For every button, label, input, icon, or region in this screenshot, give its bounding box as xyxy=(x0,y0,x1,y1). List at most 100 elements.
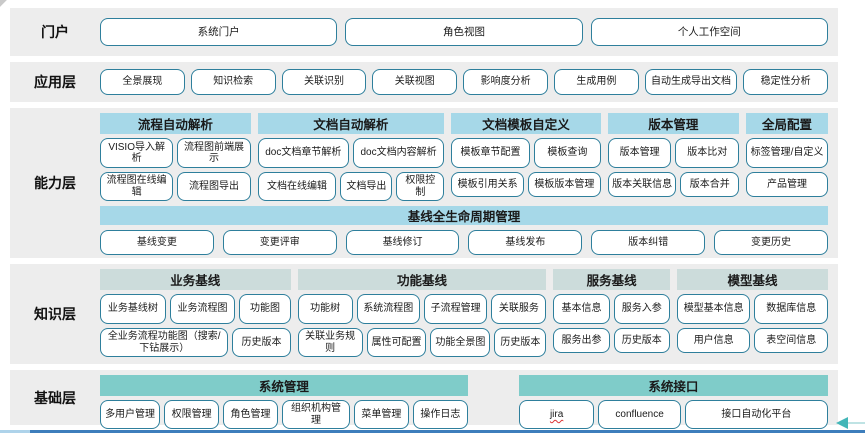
foundation-groups: 系统管理 多用户管理 权限管理 角色管理 组织机构管理 菜单管理 操作日志 系统… xyxy=(100,375,828,429)
capability-box: 模板引用关系 xyxy=(451,172,525,197)
app-box-relation-view: 关联视图 xyxy=(372,69,458,95)
group-service-baseline: 服务基线 基本信息 服务入参 服务出参 历史版本 xyxy=(553,269,670,358)
app-box-stability-analysis: 稳定性分析 xyxy=(743,69,829,95)
group-business-baseline: 业务基线 业务基线树 业务流程图 功能图 全业务流程功能图（搜索/下钻展示） 历… xyxy=(100,269,291,358)
knowledge-groups: 业务基线 业务基线树 业务流程图 功能图 全业务流程功能图（搜索/下钻展示） 历… xyxy=(100,269,829,358)
group-global-config: 全局配置 标签管理/自定义 产品管理 xyxy=(746,113,828,201)
knowledge-box: 子流程管理 xyxy=(424,294,488,324)
knowledge-box: 模型基本信息 xyxy=(676,294,751,324)
jira-label: jira xyxy=(549,408,564,420)
knowledge-content: 业务基线 业务基线树 业务流程图 功能图 全业务流程功能图（搜索/下钻展示） 历… xyxy=(100,264,838,364)
knowledge-layer-row: 知识层 业务基线 业务基线树 业务流程图 功能图 全业务流程功能图（搜索/下钻展… xyxy=(10,264,838,364)
knowledge-box: 关联服务 xyxy=(491,294,547,324)
knowledge-box: 历史版本 xyxy=(613,328,670,353)
capability-box: 文档导出 xyxy=(340,172,393,201)
foundation-content: 系统管理 多用户管理 权限管理 角色管理 组织机构管理 菜单管理 操作日志 系统… xyxy=(100,370,838,429)
group-system-interface: 系统接口 jira confluence 接口自动化平台 xyxy=(518,375,828,429)
app-box-relation-identify: 关联识别 xyxy=(281,69,367,95)
app-box-generate-usecase: 生成用例 xyxy=(553,69,639,95)
portal-box-personal-workspace: 个人工作空间 xyxy=(590,18,828,46)
portal-layer-row: 门户 系统门户 角色视图 个人工作空间 xyxy=(10,8,838,56)
capability-box: 流程图在线编辑 xyxy=(100,172,174,201)
capability-box: 版本比对 xyxy=(675,138,740,168)
knowledge-box: 服务出参 xyxy=(553,328,610,353)
knowledge-box: 历史版本 xyxy=(494,328,547,357)
capability-content: 流程自动解析 VISIO导入解析 流程图前端展示 流程图在线编辑 流程图导出 文… xyxy=(100,108,838,258)
capability-box: 产品管理 xyxy=(746,172,828,197)
knowledge-box: 功能全景图 xyxy=(430,328,491,357)
group-header-system-interface: 系统接口 xyxy=(518,375,828,396)
baseline-box: 基线修订 xyxy=(345,230,460,255)
layer-label-capability: 能力层 xyxy=(34,175,76,191)
capability-groups: 流程自动解析 VISIO导入解析 流程图前端展示 流程图在线编辑 流程图导出 文… xyxy=(100,113,828,201)
app-box-impact-analysis: 影响度分析 xyxy=(463,69,548,95)
capability-box: 模板查询 xyxy=(533,138,601,168)
baseline-box: 变更评审 xyxy=(222,230,337,255)
group-header-model-baseline: 模型基线 xyxy=(676,269,828,290)
group-header-process-auto-parse: 流程自动解析 xyxy=(100,113,251,134)
baseline-box: 基线发布 xyxy=(468,230,583,255)
portal-box-system-portal: 系统门户 xyxy=(100,18,338,46)
capability-box: 版本关联信息 xyxy=(607,172,677,197)
knowledge-box: 用户信息 xyxy=(676,328,751,353)
capability-layer-row: 能力层 流程自动解析 VISIO导入解析 流程图前端展示 流程图在线编辑 流程图… xyxy=(10,108,838,258)
group-header-version-management: 版本管理 xyxy=(607,113,740,134)
bottom-line-decoration xyxy=(0,430,865,433)
capability-box: doc文档内容解析 xyxy=(352,138,445,168)
group-header-service-baseline: 服务基线 xyxy=(553,269,670,290)
portal-box-role-view: 角色视图 xyxy=(345,18,583,46)
foundation-box: 角色管理 xyxy=(223,400,278,429)
group-header-function-baseline: 功能基线 xyxy=(297,269,547,290)
layer-label-knowledge: 知识层 xyxy=(34,306,76,322)
capability-box: 版本管理 xyxy=(607,138,672,168)
arrow-line-decoration xyxy=(843,422,865,424)
foundation-box-interface-automation: 接口自动化平台 xyxy=(684,400,828,429)
capability-box: 版本合并 xyxy=(680,172,740,197)
capability-box: 流程图导出 xyxy=(177,172,251,201)
app-box-panorama: 全景展现 xyxy=(100,69,185,95)
knowledge-box: 业务基线树 xyxy=(100,294,166,324)
group-model-baseline: 模型基线 模型基本信息 数据库信息 用户信息 表空间信息 xyxy=(676,269,829,358)
group-process-auto-parse: 流程自动解析 VISIO导入解析 流程图前端展示 流程图在线编辑 流程图导出 xyxy=(100,113,251,201)
foundation-box: 菜单管理 xyxy=(353,400,409,429)
knowledge-box: 历史版本 xyxy=(232,328,291,357)
left-arrow-icon xyxy=(836,417,848,429)
knowledge-box: 关联业务规则 xyxy=(297,328,363,357)
group-header-business-baseline: 业务基线 xyxy=(100,269,291,290)
knowledge-box: 表空间信息 xyxy=(754,328,829,353)
knowledge-box: 全业务流程功能图（搜索/下钻展示） xyxy=(100,328,229,357)
layer-label-application: 应用层 xyxy=(34,74,76,90)
knowledge-box: 系统流程图 xyxy=(356,294,420,324)
app-box-auto-export-doc: 自动生成导出文档 xyxy=(644,69,738,95)
group-function-baseline: 功能基线 功能树 系统流程图 子流程管理 关联服务 关联业务规则 属性可配置 功… xyxy=(297,269,547,358)
foundation-box: 操作日志 xyxy=(412,400,468,429)
group-system-management: 系统管理 多用户管理 权限管理 角色管理 组织机构管理 菜单管理 操作日志 xyxy=(100,375,468,429)
knowledge-box: 服务入参 xyxy=(613,294,670,324)
knowledge-box: 数据库信息 xyxy=(754,294,829,324)
knowledge-box: 基本信息 xyxy=(553,294,610,324)
group-doc-auto-parse: 文档自动解析 doc文档章节解析 doc文档内容解析 文档在线编辑 文档导出 权… xyxy=(257,113,445,201)
capability-box: 流程图前端展示 xyxy=(177,138,251,168)
capability-box: 模板版本管理 xyxy=(528,172,601,197)
knowledge-box: 属性可配置 xyxy=(366,328,427,357)
foundation-box-jira: jira xyxy=(518,400,595,429)
baseline-box: 变更历史 xyxy=(714,230,828,255)
group-header-doc-auto-parse: 文档自动解析 xyxy=(257,113,445,134)
capability-box: doc文档章节解析 xyxy=(257,138,349,168)
capability-box: VISIO导入解析 xyxy=(100,138,174,168)
capability-box: 文档在线编辑 xyxy=(257,172,337,201)
group-header-system-management: 系统管理 xyxy=(100,375,468,396)
knowledge-box: 功能图 xyxy=(239,294,291,324)
layer-label-foundation: 基础层 xyxy=(34,389,76,406)
foundation-box: 权限管理 xyxy=(164,400,220,429)
knowledge-box: 业务流程图 xyxy=(169,294,236,324)
foundation-box: 组织机构管理 xyxy=(281,400,350,429)
portal-buttons: 系统门户 角色视图 个人工作空间 xyxy=(100,18,838,46)
baseline-box: 版本纠错 xyxy=(591,230,706,255)
group-header-global-config: 全局配置 xyxy=(746,113,828,134)
baseline-box: 基线变更 xyxy=(100,230,214,255)
foundation-box-confluence: confluence xyxy=(598,400,681,429)
knowledge-box: 功能树 xyxy=(297,294,353,324)
group-doc-template-custom: 文档模板自定义 模板章节配置 模板查询 模板引用关系 模板版本管理 xyxy=(451,113,601,201)
